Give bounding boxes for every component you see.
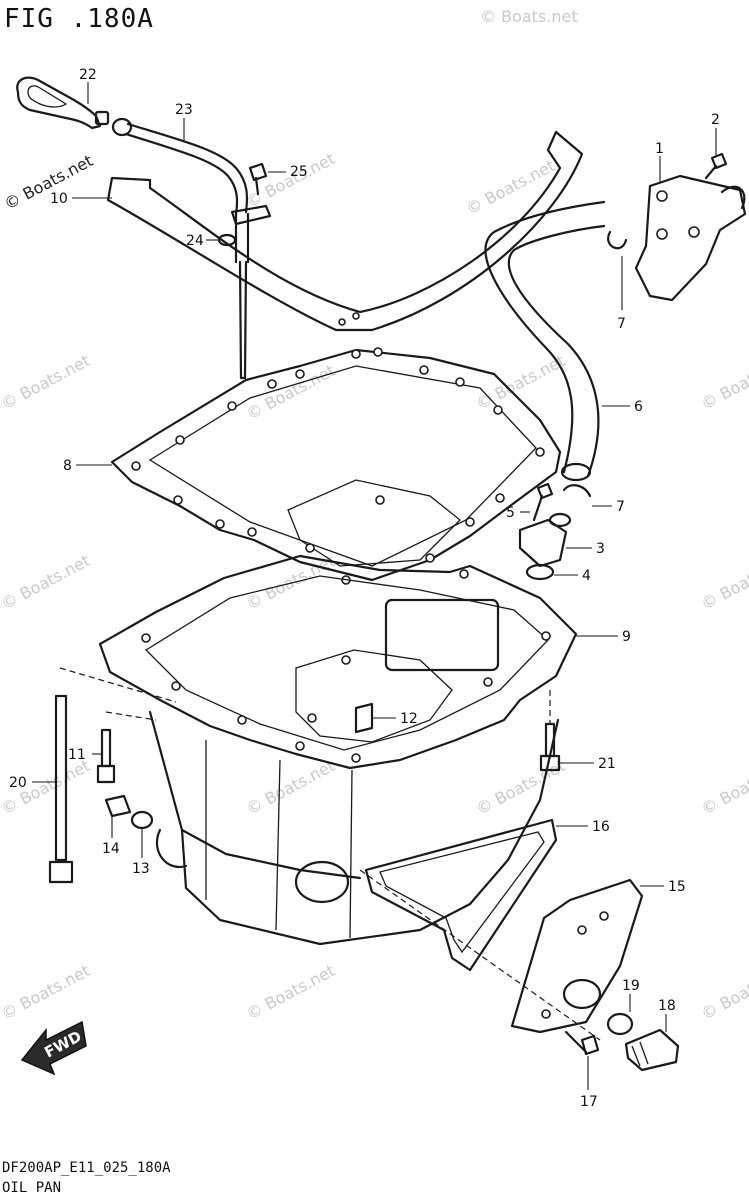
callout-1: 1 [655, 141, 664, 157]
bolt [704, 152, 728, 180]
callout-24: 24 [186, 233, 204, 249]
watermark: © Boats.net [0, 351, 93, 414]
callout-11: 11 [68, 747, 86, 763]
callout-7: 7 [616, 499, 625, 515]
callout-labels: 22 23 25 10 24 1 2 7 6 8 7 5 3 4 9 12 11… [9, 67, 720, 1110]
drain-plug-gasket [606, 1012, 634, 1036]
callout-5: 5 [506, 505, 515, 521]
relief-valve-housing [634, 174, 747, 302]
hose-clip [562, 484, 592, 498]
plug [104, 794, 132, 818]
drain-plug [624, 1028, 680, 1072]
watermark-main: © Boats.net [1, 151, 96, 214]
diagram-caption: OIL PAN [2, 1180, 62, 1196]
callout-14: 14 [102, 841, 120, 857]
callout-23: 23 [175, 102, 193, 118]
callout-2: 2 [711, 112, 720, 128]
watermark: © Boats.net [243, 756, 338, 819]
o-ring [217, 233, 237, 247]
callout-13: 13 [132, 861, 150, 877]
watermark: © Boats.net [480, 7, 578, 26]
callout-15: 15 [668, 879, 686, 895]
callout-20: 20 [9, 775, 27, 791]
alignment-line [359, 869, 601, 1041]
oil-pan [98, 554, 578, 946]
callout-19: 19 [622, 978, 640, 994]
model-code: DF200AP_E11_025_180A [2, 1160, 171, 1176]
watermark-layer: © Boats.net © Boats.net © Boats.net © Bo… [0, 7, 749, 1024]
watermark: © Boats.net [0, 551, 93, 614]
watermark: © Boats.net [243, 361, 338, 424]
figure-title: FIG .180A [4, 4, 154, 34]
watermark: © Boats.net [473, 756, 568, 819]
watermark: © Boats.net [698, 351, 749, 414]
callout-4: 4 [582, 568, 591, 584]
callout-18: 18 [658, 998, 676, 1014]
gasket [110, 347, 562, 585]
watermark: © Boats.net [0, 961, 93, 1024]
leader-lines [32, 82, 717, 1090]
bolt [539, 722, 561, 772]
o-ring [525, 563, 555, 581]
oil-pan-cover [510, 878, 644, 1034]
callout-7: 7 [617, 316, 626, 332]
dipstick-handle [16, 76, 110, 130]
bolt [564, 1030, 600, 1056]
hose [484, 200, 606, 482]
oil-pan-plate [106, 130, 584, 332]
callout-8: 8 [63, 458, 72, 474]
callout-17: 17 [580, 1094, 598, 1110]
callout-12: 12 [400, 711, 418, 727]
watermark: © Boats.net [698, 756, 749, 819]
long-bolt [48, 694, 74, 884]
cover-gasket [364, 818, 558, 972]
alignment-line [59, 667, 177, 703]
watermark: © Boats.net [698, 961, 749, 1024]
fwd-direction-badge: FWD [20, 1020, 87, 1076]
hose-fitting [518, 512, 572, 568]
dipstick-guide-tube [111, 117, 272, 380]
watermark: © Boats.net [473, 351, 568, 414]
bolt [248, 162, 268, 196]
callout-22: 22 [79, 67, 97, 83]
callout-9: 9 [622, 629, 631, 645]
washer [130, 810, 154, 830]
callout-21: 21 [598, 756, 616, 772]
bolt [532, 482, 554, 522]
callout-16: 16 [592, 819, 610, 835]
callout-10: 10 [50, 191, 68, 207]
hose-clip [607, 230, 628, 250]
watermark: © Boats.net [243, 961, 338, 1024]
watermark: © Boats.net [463, 156, 558, 219]
alignment-line [105, 711, 157, 721]
callout-3: 3 [596, 541, 605, 557]
callout-25: 25 [290, 164, 308, 180]
bolt [96, 728, 116, 784]
watermark: © Boats.net [698, 551, 749, 614]
callout-6: 6 [634, 399, 643, 415]
